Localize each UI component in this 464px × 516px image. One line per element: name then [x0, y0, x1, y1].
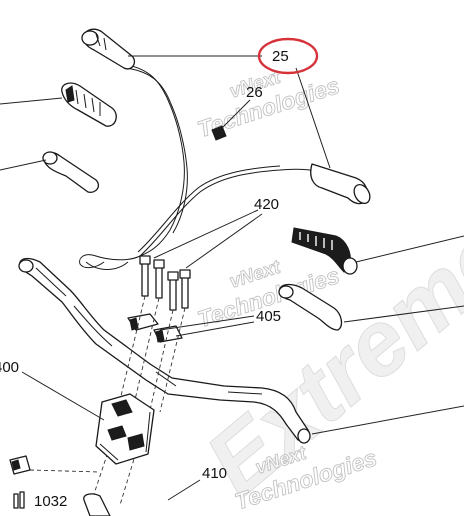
bolt-3 [169, 277, 177, 311]
bolt-1 [141, 261, 149, 297]
bolt-4 [181, 275, 189, 309]
leader-420-b [185, 213, 263, 269]
callout-labels: 25 26 420 405 400 410 1032 [0, 48, 289, 510]
hose-corrugated-right [291, 227, 358, 275]
leader-left-1 [0, 97, 63, 105]
hose-elbow-white-left [42, 151, 100, 193]
leader-420-a [153, 209, 259, 259]
leader-26 [221, 99, 251, 129]
highlight-circle [257, 37, 319, 75]
part-410-handlebar [18, 257, 311, 444]
bolt-3-head [167, 271, 179, 281]
leader-25-lower [295, 67, 331, 169]
callout-400: 400 [0, 359, 19, 376]
wire-harness-upper [121, 63, 185, 257]
leader-right-2 [343, 305, 464, 323]
bolt-2-head [153, 259, 165, 269]
wire-harness-right-2 [137, 165, 281, 253]
leader-lines [0, 55, 464, 501]
callout-25: 25 [272, 48, 289, 65]
part-26-clip [211, 125, 227, 141]
callout-1032: 1032 [34, 493, 67, 510]
leader-400 [21, 371, 105, 421]
part-lower-bottom [83, 493, 111, 516]
leader-405-b [175, 321, 255, 337]
part-25-lower-sleeve [310, 163, 371, 205]
leader-410 [167, 479, 201, 501]
callout-26: 26 [246, 84, 263, 101]
part-25-upper-sleeve [81, 28, 136, 70]
leader-405-a [159, 315, 255, 331]
bolt-2 [155, 265, 163, 299]
part-420-bolts [139, 255, 191, 311]
bolt-4-head [179, 269, 191, 279]
wire-end [85, 261, 129, 270]
wire-harness-upper-2 [125, 67, 188, 234]
hose-curved-right [278, 283, 343, 331]
leader-left-2 [0, 159, 47, 171]
leader-right-3 [311, 405, 464, 435]
callout-410: 410 [202, 465, 227, 482]
callout-420: 420 [254, 196, 279, 213]
bracket-lower-left [9, 455, 31, 509]
part-400-riser [95, 393, 155, 465]
wire-harness-right [139, 168, 327, 257]
wire-loop-left [79, 254, 141, 269]
callout-405: 405 [256, 308, 281, 325]
leader-right-1 [355, 235, 464, 263]
bolt-1-head [139, 255, 151, 265]
part-405-clamps [127, 313, 183, 343]
hose-elbow-dark-left [61, 82, 117, 127]
